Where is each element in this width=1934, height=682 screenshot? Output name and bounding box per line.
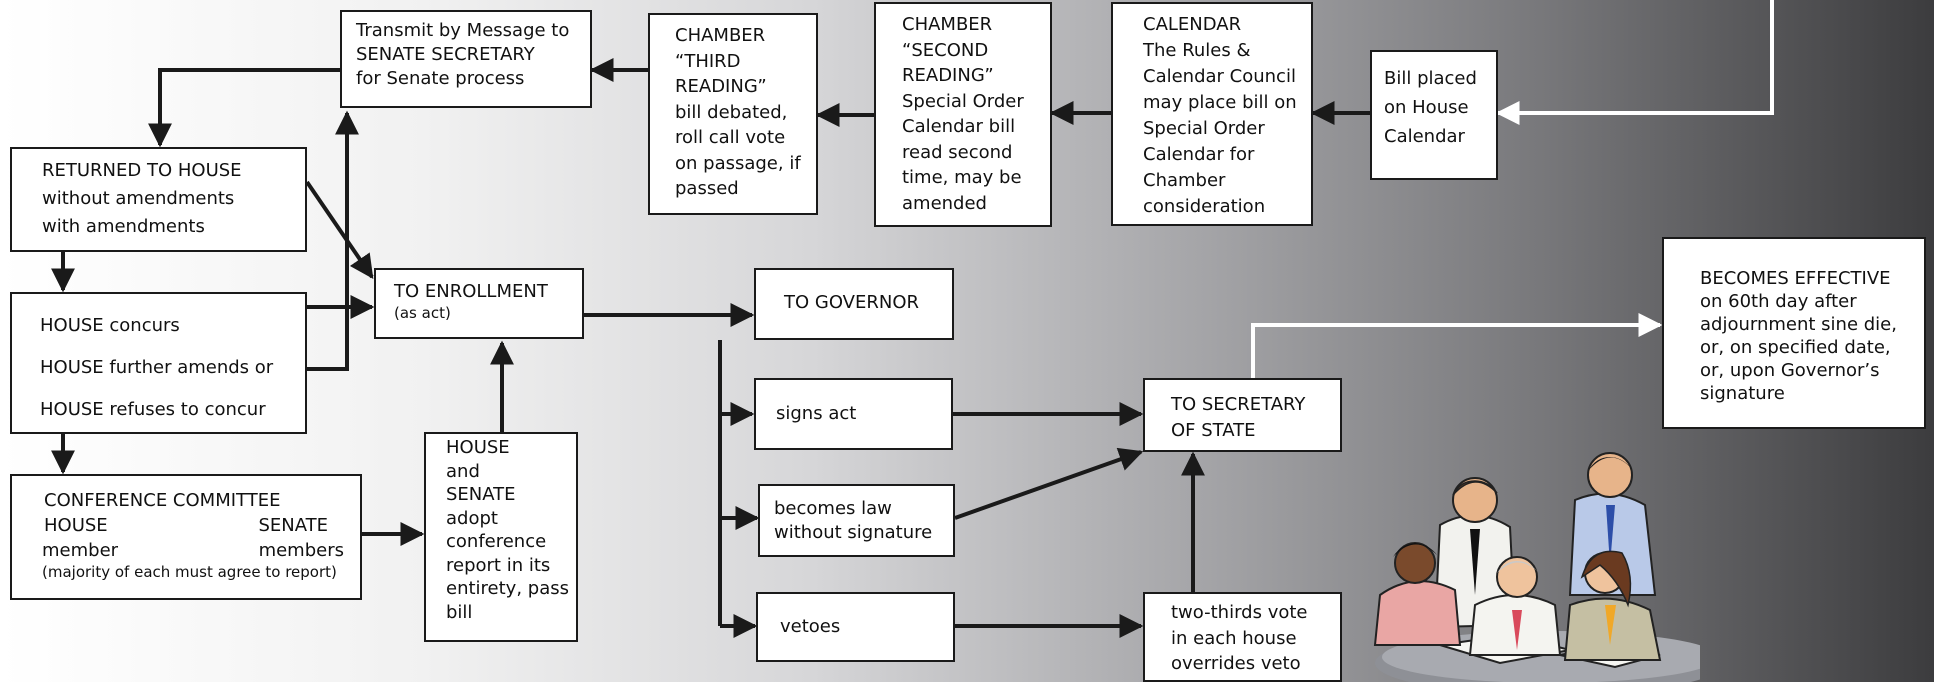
box-text: Calendar bill [902,116,1016,137]
box-text: Calendar Council [1143,66,1296,87]
box-text: Special Order [902,90,1024,112]
box-text: two-thirds vote [1171,602,1308,623]
box-text: HOUSE further amends or [40,357,274,378]
box-text: vetoes [780,616,841,637]
box-text: READING” [902,65,994,86]
box-text: “THIRD [675,50,741,72]
arrow-secretary-to-effective [1251,313,1663,378]
conference-members-row: member members [42,538,344,563]
box-text: HOUSE [44,515,108,536]
box-text: Special Order [1143,118,1265,139]
box-text: adjournment sine die, [1700,314,1897,335]
box-text: HOUSE refuses to concur [40,399,266,420]
box-house-concurs: HOUSE concurs HOUSE further amends or HO… [10,292,307,434]
arrow-transmit-to-returned [148,68,340,148]
box-text: CONFERENCE COMMITTEE [44,490,281,511]
box-text: TO SECRETARY [1171,394,1306,415]
box-text: RETURNED TO HOUSE [42,160,242,181]
box-text: SENATE SECRETARY [356,44,535,65]
box-text: OF STATE [1171,420,1256,441]
box-third-reading: CHAMBER “THIRD READING” bill debated, ro… [648,13,818,215]
conference-labels-row: HOUSE SENATE [44,513,344,538]
box-text: read second [902,141,1013,163]
box-text: CHAMBER [675,25,766,46]
box-text: with amendments [42,216,205,237]
box-text: roll call vote [675,127,786,148]
box-text: Calendar for [1143,144,1255,165]
box-text: READING” [675,76,767,97]
box-text: for Senate process [356,68,525,89]
box-text: report in its [446,554,551,576]
box-text: Chamber [1143,170,1226,191]
box-to-governor: TO GOVERNOR [754,268,954,340]
arrow-into-bill-placed [1495,0,1774,125]
box-vetoes: vetoes [756,592,955,662]
box-text: “SECOND [902,39,989,61]
box-second-reading: CHAMBER “SECOND READING” Special Order C… [874,2,1052,227]
box-to-enrollment: TO ENROLLMENT (as act) [374,268,584,339]
box-law-without-signature: becomes law without signature [758,484,955,557]
box-text: (as act) [394,304,451,322]
box-text: CHAMBER [902,14,993,35]
box-text: (majority of each must agree to report) [42,563,337,581]
box-text: CALENDAR [1143,14,1242,35]
box-text: in each house [1171,627,1297,649]
box-text: time, may be [902,167,1022,188]
box-text: adopt [446,507,498,529]
box-text: TO GOVERNOR [784,292,920,313]
box-text: may place bill on [1143,92,1297,113]
box-text: TO ENROLLMENT [394,281,548,302]
box-text: signature [1700,383,1785,404]
box-text: The Rules & [1143,40,1251,61]
arrow-amends-to-transmit [307,110,359,371]
box-signs-act: signs act [754,378,953,450]
box-text: passed [675,178,739,199]
box-bill-placed: Bill placed on House Calendar [1370,50,1498,180]
box-text: or, on specified date, [1700,337,1891,358]
box-text: signs act [776,403,857,424]
box-text: HOUSE concurs [40,315,180,336]
box-text: on passage, if [675,152,801,174]
box-override-veto: two-thirds vote in each house overrides … [1143,592,1342,682]
box-secretary-of-state: TO SECRETARY OF STATE [1143,378,1342,452]
box-text: amended [902,192,987,214]
box-text: and [446,460,480,482]
box-text: member [42,540,119,561]
box-text: becomes law [774,498,892,519]
box-returned-to-house: RETURNED TO HOUSE without amendments wit… [10,147,307,252]
box-text: overrides veto [1171,653,1301,674]
people-at-table-illustration [1373,452,1700,682]
box-text: BECOMES EFFECTIVE [1700,268,1891,289]
box-conference-committee: CONFERENCE COMMITTEE HOUSE SENATE member… [10,474,362,600]
box-text: bill [446,601,473,623]
box-text: entirety, pass [446,578,569,599]
box-becomes-effective: BECOMES EFFECTIVE on 60th day after adjo… [1662,237,1926,429]
arrow-returned-to-enrollment [305,180,374,279]
box-text: Bill placed [1384,68,1477,89]
box-text: HOUSE [446,437,510,458]
box-house-senate-adopt: HOUSE and SENATE adopt conference report… [424,432,578,642]
box-text: SENATE [446,484,516,505]
box-text: or, upon Governor’s [1700,360,1880,381]
box-text: without amendments [42,188,235,209]
box-text: Calendar [1384,126,1465,147]
box-text: consideration [1143,196,1266,217]
box-text: on House [1384,97,1469,118]
box-text: SENATE [258,515,328,536]
box-text: on 60th day after [1700,291,1857,312]
arrow-without-sig-to-secretary [954,447,1144,520]
box-calendar: CALENDAR The Rules & Calendar Council ma… [1111,2,1313,226]
box-text: members [258,540,344,561]
box-text: Transmit by Message to [356,20,570,41]
box-text: bill debated, [675,101,788,123]
box-transmit-senate: Transmit by Message to SENATE SECRETARY … [340,10,592,108]
box-text: without signature [774,522,933,543]
box-text: conference [446,531,547,552]
